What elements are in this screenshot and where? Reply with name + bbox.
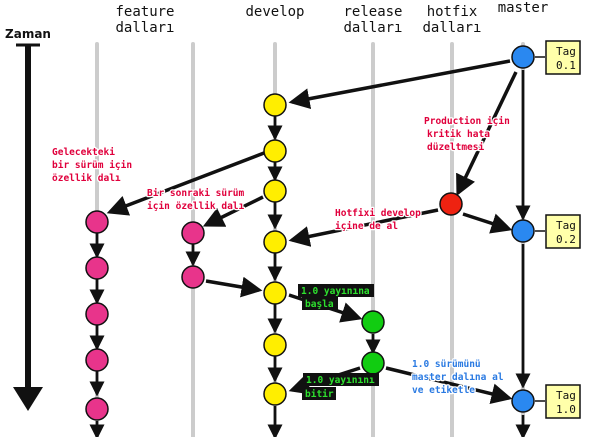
- note-production-3: düzeltmesi: [427, 142, 484, 153]
- edge-develop-feature1: [106, 151, 265, 216]
- lane-title-feature-2: dalları: [115, 20, 174, 36]
- feature2-commit-2: [181, 265, 205, 289]
- feature1-commit-5: [85, 397, 109, 421]
- lane-title-feature-1: feature: [115, 4, 174, 20]
- tag-1-0-line1: Tag: [556, 389, 576, 402]
- tag-0-1-line1: Tag: [556, 45, 576, 58]
- lane-title-develop: develop: [245, 4, 304, 20]
- note-future-release-2: bir sürüm için: [52, 160, 132, 171]
- release-commit-1: [361, 310, 385, 334]
- feature1-commit-4: [85, 348, 109, 372]
- lane-title-hotfix-2: dalları: [422, 20, 481, 36]
- tag-0-2: Tag 0.2: [545, 214, 581, 249]
- feature1-commit-2: [85, 256, 109, 280]
- note-tag-release-1: 1.0 sürümünü: [412, 359, 481, 370]
- note-finish-release: 1.0 yayınını bitir: [302, 373, 379, 400]
- master-commits: [511, 45, 535, 413]
- lane-title-release-2: dalları: [343, 20, 402, 36]
- develop-commits: [263, 93, 287, 406]
- develop-commit-3: [263, 179, 287, 203]
- release-commits: [361, 310, 385, 375]
- tag-1-0-line2: 1.0: [556, 403, 576, 416]
- note-future-release-1: Gelecekteki: [52, 147, 115, 158]
- tag-0-1: Tag 0.1: [545, 40, 581, 75]
- edge-hotfix-master: [462, 212, 513, 234]
- edge-feature2-2: [205, 276, 263, 298]
- develop-commit-6: [263, 333, 287, 357]
- tag-0-1-line2: 0.1: [556, 59, 576, 72]
- lane-title-release-1: release: [343, 4, 402, 20]
- feature1-commit-3: [85, 302, 109, 326]
- note-production-1: Production için: [424, 116, 510, 127]
- tag-1-0: Tag 1.0: [545, 384, 581, 419]
- feature1-commit-1: [85, 210, 109, 234]
- note-tag-release-2: master dalına al: [412, 372, 504, 383]
- note-hotfix-develop-1: Hotfixi develop: [335, 208, 421, 219]
- edge-develop-feature2: [202, 195, 264, 227]
- develop-commit-7: [263, 382, 287, 406]
- note-next-release-1: Bir sonraki sürüm: [147, 188, 245, 199]
- time-axis-label: Zaman: [5, 27, 51, 41]
- note-start-release-2: başla: [305, 299, 334, 310]
- feature-commits: [85, 210, 205, 421]
- edge-master-develop: [288, 59, 511, 110]
- note-tag-release-3: ve etiketle: [412, 385, 475, 396]
- edge-hotfix-develop: [288, 208, 439, 247]
- tag-0-2-line2: 0.2: [556, 233, 576, 246]
- develop-commit-1: [263, 93, 287, 117]
- note-finish-release-2: bitir: [305, 389, 334, 400]
- tag-0-2-line1: Tag: [556, 219, 576, 232]
- master-commit-1: [511, 45, 535, 69]
- note-next-release-2: için özellik dalı: [147, 201, 245, 212]
- lane-title-hotfix-1: hotfix: [427, 4, 478, 20]
- develop-commit-4: [263, 230, 287, 254]
- note-future-release-3: özellik dalı: [52, 173, 121, 184]
- edge-release-master: [385, 366, 513, 405]
- release-commit-2: [361, 351, 385, 375]
- develop-commit-2: [263, 139, 287, 163]
- note-hotfix-develop-2: içine de al: [335, 221, 398, 232]
- feature2-commit-1: [181, 221, 205, 245]
- master-commit-2: [511, 219, 535, 243]
- master-commit-3: [511, 389, 535, 413]
- hotfix-commit: [439, 192, 463, 216]
- note-finish-release-1: 1.0 yayınını: [306, 375, 375, 386]
- note-start-release: 1.0 yayınına başla: [298, 284, 374, 310]
- develop-commit-5: [263, 281, 287, 305]
- edge-master-hotfix: [456, 71, 518, 197]
- note-start-release-1: 1.0 yayınına: [301, 286, 370, 297]
- lane-title-master: master: [498, 0, 549, 16]
- note-production-2: kritik hata: [427, 129, 490, 140]
